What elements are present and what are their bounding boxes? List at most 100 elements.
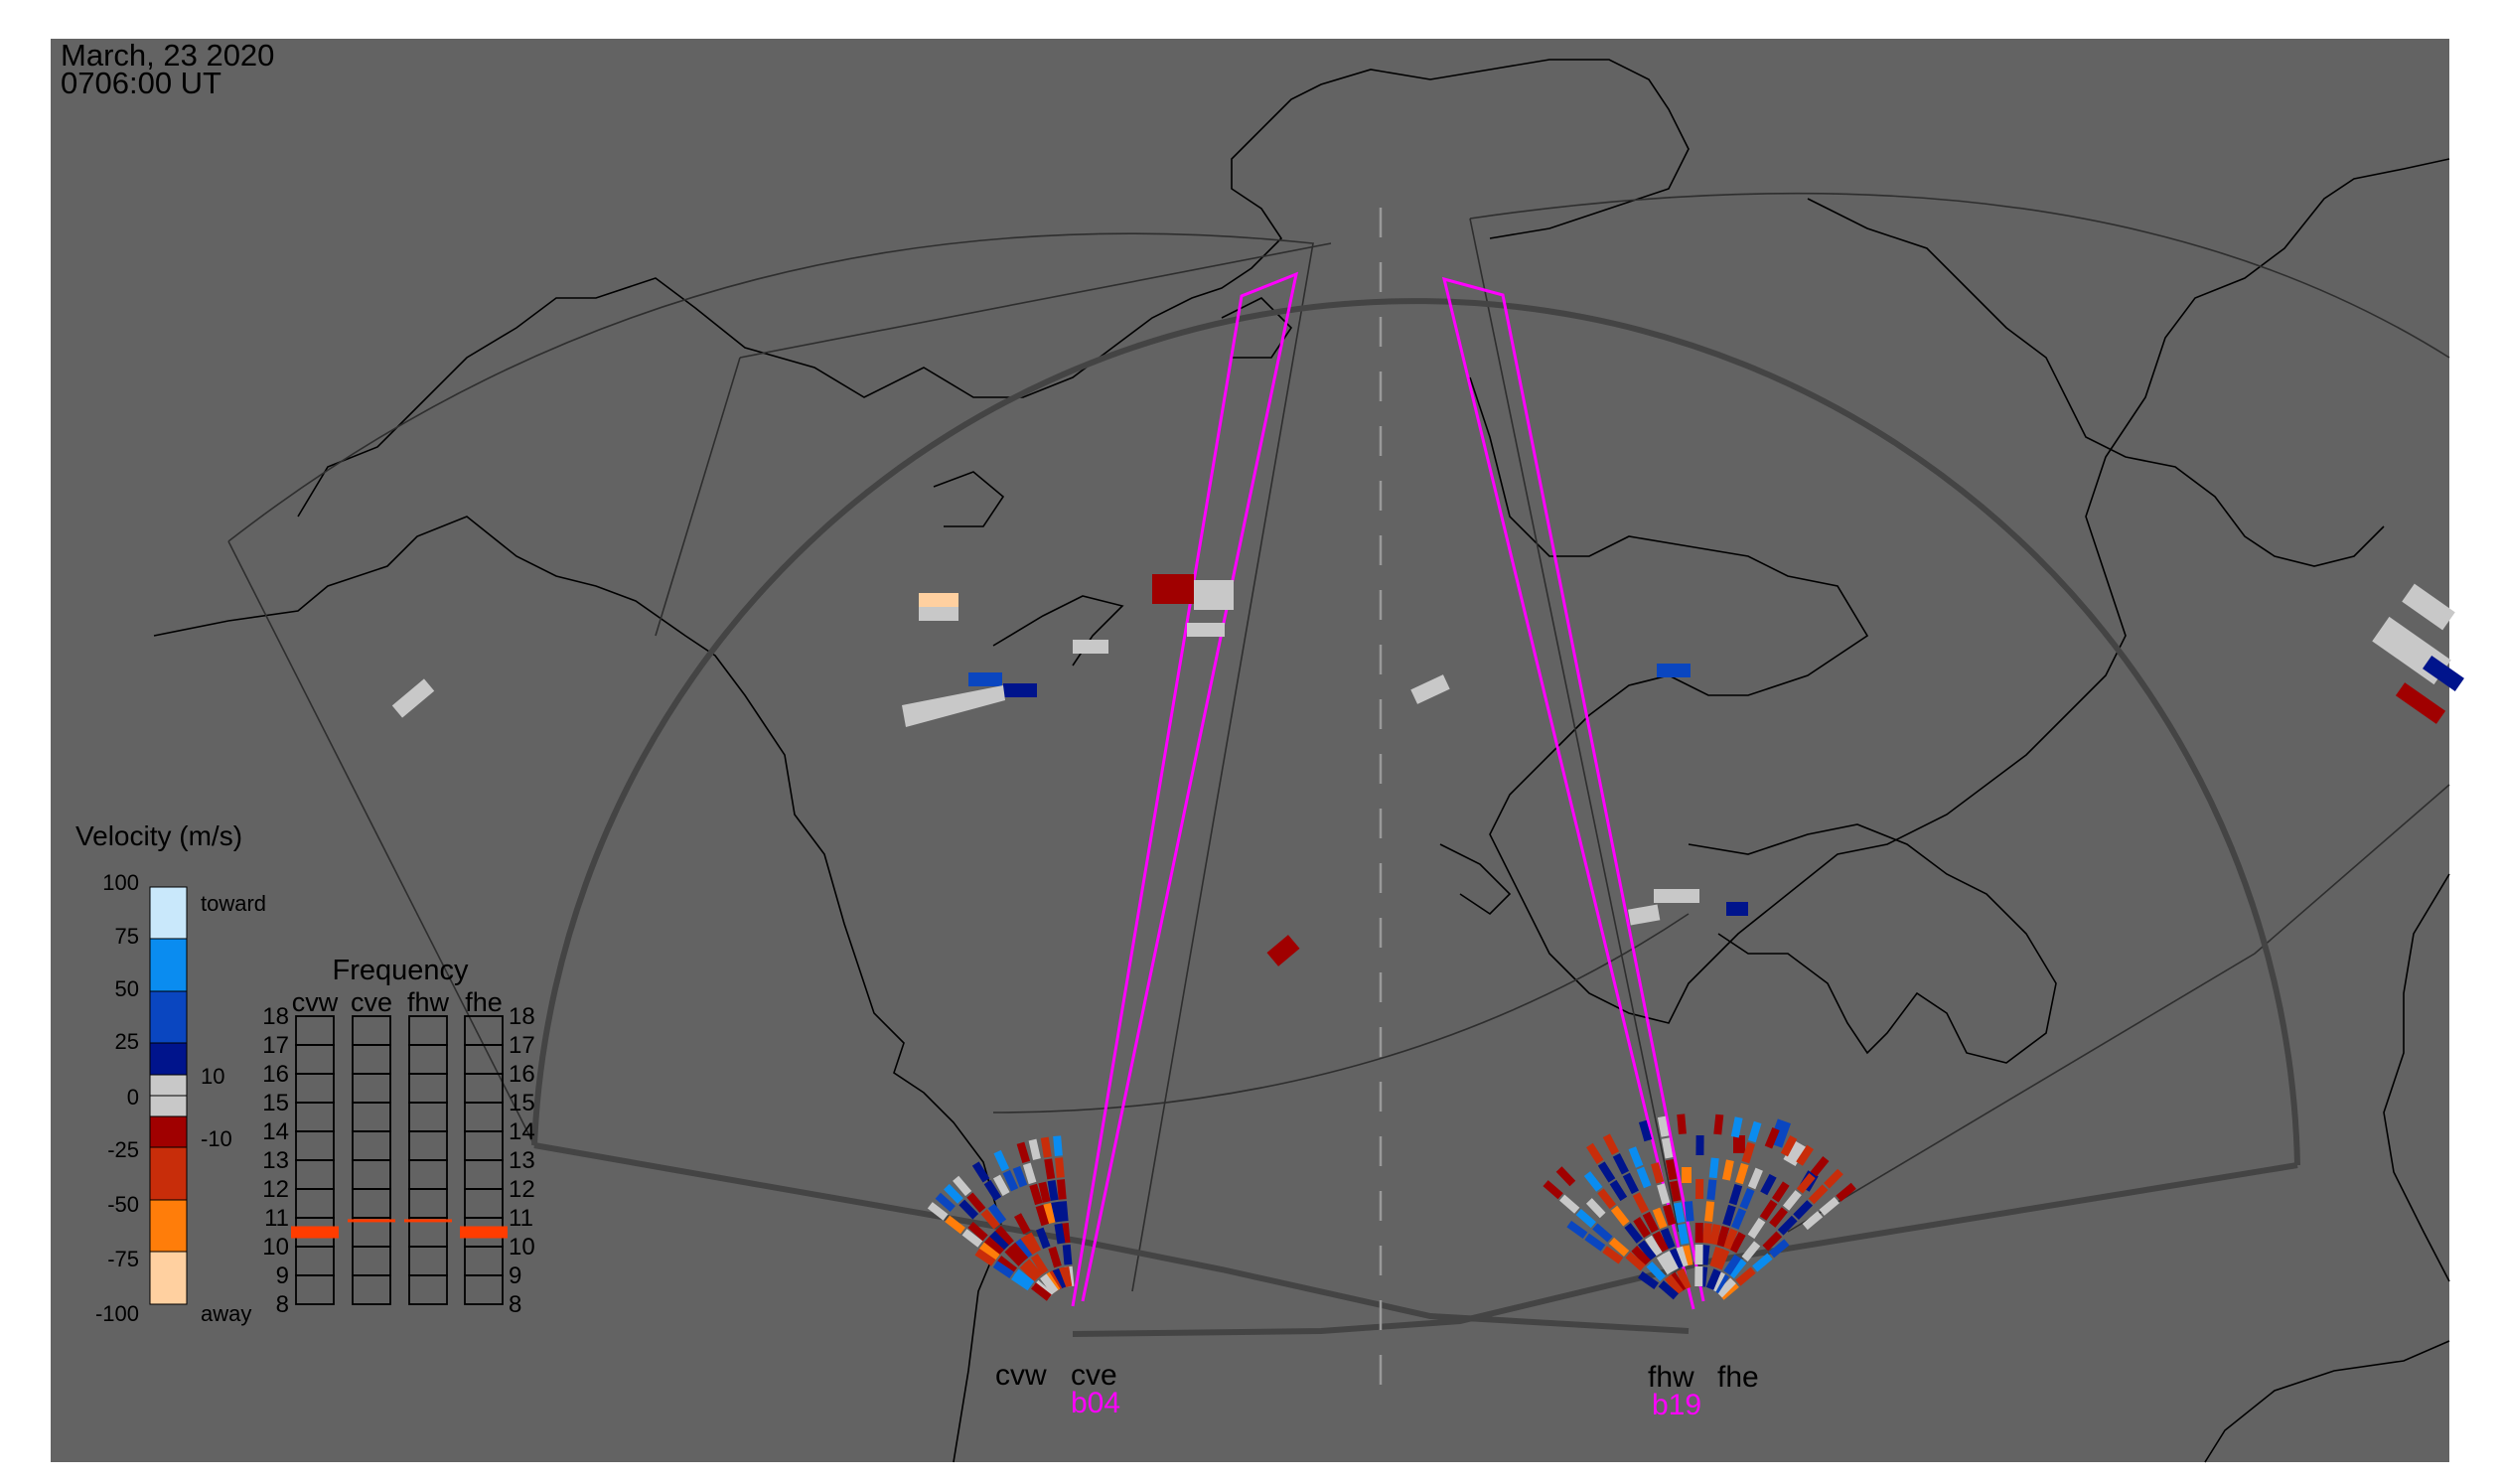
velocity-legend-title: Velocity (m/s) bbox=[75, 820, 242, 851]
fan-cell bbox=[1608, 1237, 1630, 1258]
colorbar-segment bbox=[149, 990, 188, 1044]
away-label: away bbox=[201, 1301, 251, 1326]
fan-cell bbox=[1777, 1215, 1798, 1236]
fan-cell bbox=[1662, 1251, 1679, 1272]
time-label: 0706:00 UT bbox=[61, 66, 221, 100]
fan-cell bbox=[1752, 1253, 1773, 1272]
fan-cell bbox=[1031, 1282, 1052, 1301]
fan-cell bbox=[1022, 1162, 1037, 1185]
frequency-marker bbox=[404, 1219, 452, 1223]
fan-cell bbox=[980, 1209, 1000, 1230]
fan-cell bbox=[983, 1179, 1002, 1202]
fan-cell bbox=[1642, 1211, 1659, 1234]
fan-cell bbox=[1016, 1141, 1031, 1164]
fan-cell bbox=[1583, 1171, 1603, 1192]
fan-cell bbox=[944, 1183, 963, 1204]
frequency-tick-right: 14 bbox=[509, 1118, 535, 1145]
fan-cell bbox=[1004, 1246, 1025, 1266]
fan-cell bbox=[1793, 1200, 1813, 1220]
fan-cell bbox=[961, 1229, 983, 1248]
colorbar-tick: 50 bbox=[115, 976, 139, 1001]
fan-cell bbox=[994, 1226, 1014, 1247]
fan-cell bbox=[1636, 1166, 1652, 1189]
fan-cell bbox=[1802, 1211, 1824, 1231]
fan-cell bbox=[1624, 1223, 1644, 1244]
frequency-tick-right: 13 bbox=[509, 1147, 535, 1174]
fan-cell bbox=[1796, 1144, 1814, 1166]
fan-cell bbox=[1559, 1194, 1580, 1214]
velocity-patch bbox=[391, 678, 435, 718]
fan-cell bbox=[1780, 1135, 1798, 1157]
velocity-patch bbox=[919, 593, 958, 607]
fan-cell bbox=[1708, 1157, 1719, 1179]
frequency-tick-right: 8 bbox=[509, 1291, 521, 1318]
frequency-tick-left: 12 bbox=[262, 1176, 289, 1203]
fan-cell bbox=[1029, 1183, 1043, 1206]
fan-cell bbox=[1028, 1138, 1041, 1160]
fan-cell bbox=[1735, 1162, 1749, 1185]
fan-cell bbox=[1597, 1188, 1616, 1210]
fan-cell bbox=[1694, 1244, 1703, 1265]
fan-cell bbox=[1663, 1204, 1677, 1226]
fan-cell bbox=[1660, 1228, 1676, 1250]
frequency-tick-right: 9 bbox=[509, 1262, 521, 1289]
fan-cell bbox=[1053, 1135, 1063, 1156]
fan-cell bbox=[974, 1248, 996, 1266]
fan-cell bbox=[1715, 1225, 1730, 1248]
fan-cell bbox=[1646, 1261, 1667, 1282]
velocity-colorbar bbox=[149, 886, 188, 1305]
fan-cell bbox=[1716, 1277, 1736, 1298]
fan-cell bbox=[989, 1231, 1009, 1252]
colorbar-segment bbox=[149, 1146, 188, 1201]
fan-cell bbox=[1727, 1258, 1747, 1279]
velocity-patch bbox=[1410, 674, 1450, 704]
fan-cell bbox=[1019, 1261, 1040, 1282]
fan-cell bbox=[1030, 1254, 1049, 1275]
fan-cell bbox=[1633, 1217, 1651, 1239]
fan-cell bbox=[1024, 1232, 1042, 1254]
fan-cell bbox=[1609, 1179, 1628, 1202]
fan-cell bbox=[1002, 1169, 1019, 1192]
radar-label-cve: cve bbox=[1071, 1359, 1117, 1392]
fan-cell bbox=[1011, 1272, 1033, 1291]
fan-cell bbox=[1769, 1207, 1788, 1228]
frequency-tick-right: 11 bbox=[509, 1205, 533, 1232]
colorbar-tick: 0 bbox=[127, 1085, 139, 1110]
fan-cell bbox=[983, 1236, 1005, 1257]
fan-cell bbox=[1819, 1196, 1840, 1216]
fan-cell bbox=[1796, 1173, 1816, 1194]
fan-cell bbox=[1722, 1204, 1736, 1227]
fan-cell bbox=[1631, 1246, 1651, 1266]
fan-cell bbox=[1009, 1242, 1029, 1263]
fan-cell bbox=[1019, 1235, 1037, 1257]
frequency-tick-right: 16 bbox=[509, 1061, 535, 1088]
fan-cell bbox=[1676, 1268, 1692, 1290]
frequency-tick-left: 8 bbox=[276, 1291, 289, 1318]
fan-cell bbox=[1713, 1113, 1724, 1135]
colorbar-tick: -100 bbox=[95, 1301, 139, 1326]
fan-cell bbox=[1555, 1166, 1576, 1187]
fan-cell bbox=[971, 1161, 990, 1183]
fan-cell bbox=[1638, 1270, 1659, 1290]
colorbar-segment bbox=[149, 1251, 188, 1305]
fan-cell bbox=[1723, 1254, 1742, 1275]
velocity-patch bbox=[919, 607, 958, 621]
fan-cell bbox=[1585, 1198, 1606, 1219]
fan-cell bbox=[1645, 1235, 1663, 1257]
fan-cell bbox=[1675, 1246, 1689, 1268]
frequency-tick-left: 15 bbox=[262, 1090, 289, 1116]
fan-cell bbox=[1810, 1155, 1830, 1177]
fan-cell bbox=[1730, 1116, 1743, 1138]
fan-cell bbox=[1705, 1268, 1721, 1290]
beam-b19 bbox=[1441, 276, 1705, 1310]
fan-cell bbox=[1543, 1180, 1563, 1200]
frequency-tick-left: 11 bbox=[264, 1205, 289, 1232]
velocity-patch bbox=[1726, 902, 1748, 916]
colorbar-segment bbox=[149, 1115, 188, 1148]
fan-cell bbox=[1722, 1228, 1738, 1251]
fan-cell bbox=[1657, 1115, 1670, 1137]
fan-cell bbox=[1023, 1259, 1043, 1279]
velocity-patch bbox=[1266, 935, 1300, 966]
fan-cell bbox=[1728, 1183, 1743, 1206]
